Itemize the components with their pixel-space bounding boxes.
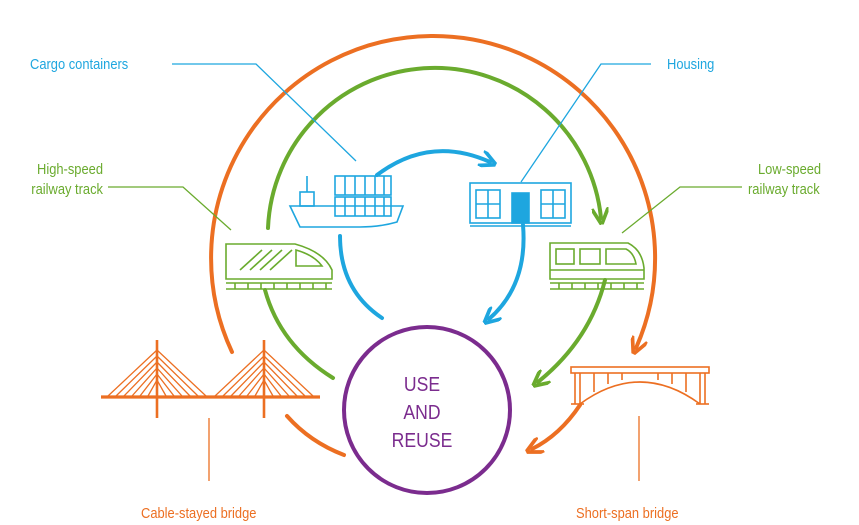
blue-cycle <box>338 149 526 320</box>
label-low-speed-line-1: Low-speed <box>758 161 822 178</box>
label-housing: Housing <box>667 56 715 73</box>
label-low-speed-line-2: railway track <box>748 181 820 198</box>
low-speed-train-icon <box>549 242 645 290</box>
blue-arc-top <box>375 149 490 177</box>
blue-arc-left <box>338 234 384 320</box>
high-speed-train-icon <box>225 243 333 290</box>
label-high-speed-line-1: High-speed <box>37 161 103 178</box>
container-housing-icon <box>469 182 572 227</box>
green-arc-top <box>266 65 601 230</box>
blue-arc-right <box>489 223 526 319</box>
green-arc-left <box>263 288 335 380</box>
low-speed-leader-line <box>621 186 742 234</box>
label-short-span-bridge: Short-span bridge <box>576 505 679 522</box>
center-text-line-3: REUSE <box>391 430 453 452</box>
center-text-line-1: USE <box>403 374 441 396</box>
orange-arc-right-bottom <box>532 403 582 449</box>
green-cycle <box>263 65 607 382</box>
cargo-ship-icon <box>288 175 405 228</box>
label-cargo-containers: Cargo containers <box>30 56 129 73</box>
use-and-reuse-circle <box>342 325 512 495</box>
leader-lines <box>108 63 742 481</box>
label-high-speed-line-2: railway track <box>31 181 103 198</box>
arch-bridge-icon <box>570 366 710 405</box>
high-speed-leader-line <box>108 186 232 231</box>
cargo-leader-line <box>172 63 357 162</box>
label-cable-stayed-bridge: Cable-stayed bridge <box>141 505 257 522</box>
center-text-line-2: AND <box>403 402 441 424</box>
housing-leader-line <box>520 63 651 183</box>
green-arc-right <box>538 278 607 382</box>
cable-stayed-bridge-icon <box>101 340 320 418</box>
orange-arc-left-bottom <box>285 414 346 457</box>
